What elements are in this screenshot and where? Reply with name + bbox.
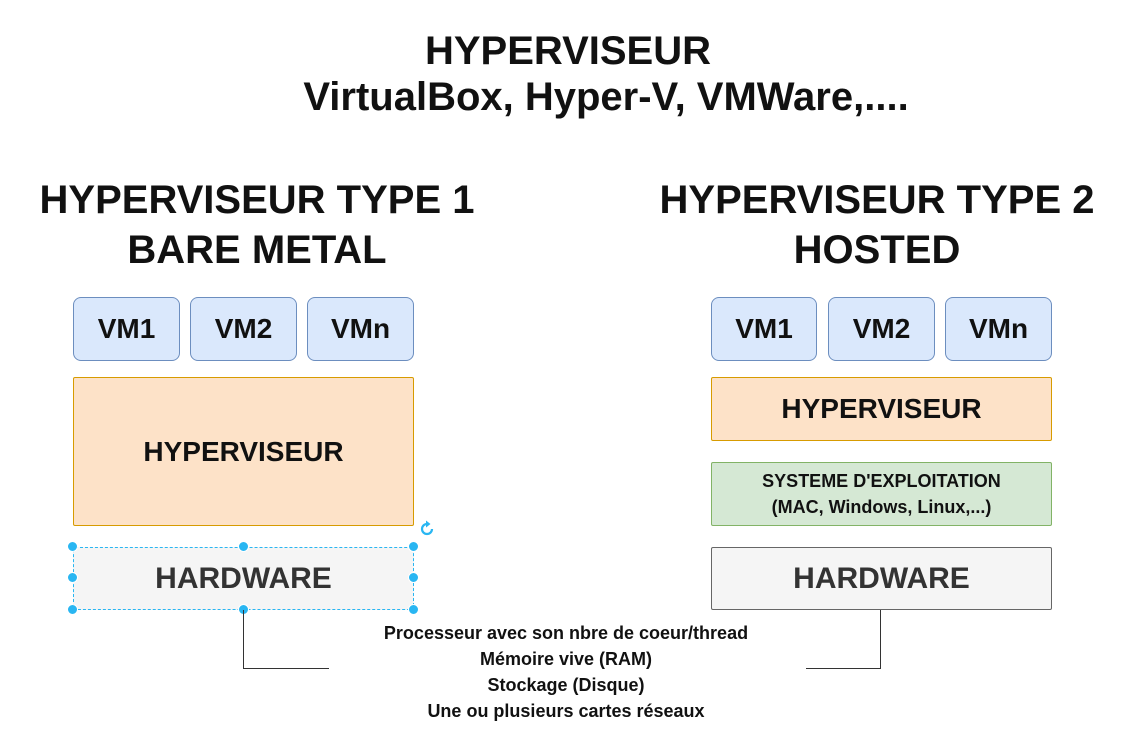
connector-type2-vertical: [880, 610, 881, 669]
type2-vm1-box[interactable]: VM1: [711, 297, 817, 361]
selection-handle-left[interactable]: [67, 572, 78, 583]
type2-heading-line1: HYPERVISEUR TYPE 2: [659, 178, 1095, 222]
hardware-note-ram: Mémoire vive (RAM): [479, 649, 653, 669]
type2-os-line2: (MAC, Windows, Linux,...): [771, 497, 992, 517]
type2-hypervisor-box[interactable]: HYPERVISEUR: [711, 377, 1052, 441]
type1-heading-line2: BARE METAL: [127, 228, 387, 272]
connector-type1-vertical: [243, 610, 244, 669]
type1-vm1-box[interactable]: VM1: [73, 297, 180, 361]
selection-handle-bottom-left[interactable]: [67, 604, 78, 615]
type1-vm2-box[interactable]: VM2: [190, 297, 297, 361]
type2-heading-line2: HOSTED: [793, 228, 961, 272]
connector-type1-horizontal: [243, 668, 329, 669]
type1-heading-line1: HYPERVISEUR TYPE 1: [39, 178, 475, 222]
diagram-title-line2: VirtualBox, Hyper-V, VMWare,....: [303, 75, 909, 119]
hardware-note-network: Une ou plusieurs cartes réseaux: [427, 701, 705, 721]
hardware-note-storage: Stockage (Disque): [487, 675, 645, 695]
type2-hardware-box[interactable]: HARDWARE: [711, 547, 1052, 610]
type1-vmn-box[interactable]: VMn: [307, 297, 414, 361]
connector-type2-horizontal: [806, 668, 881, 669]
type2-os-box[interactable]: SYSTEME D'EXPLOITATION (MAC, Windows, Li…: [711, 462, 1052, 526]
hardware-note-cpu: Processeur avec son nbre de coeur/thread: [383, 623, 749, 643]
hardware-notes: Processeur avec son nbre de coeur/thread…: [300, 620, 832, 724]
type2-vmn-box[interactable]: VMn: [945, 297, 1052, 361]
type1-hardware-box[interactable]: HARDWARE: [73, 547, 414, 610]
rotate-arrow-icon[interactable]: [418, 520, 436, 538]
selection-handle-top[interactable]: [238, 541, 249, 552]
selection-handle-bottom-right[interactable]: [408, 604, 419, 615]
type2-os-line1: SYSTEME D'EXPLOITATION: [762, 471, 1001, 491]
diagram-title-line1: HYPERVISEUR: [424, 29, 711, 73]
type1-hypervisor-box[interactable]: HYPERVISEUR: [73, 377, 414, 526]
type2-vm2-box[interactable]: VM2: [828, 297, 935, 361]
selection-handle-top-right[interactable]: [408, 541, 419, 552]
selection-handle-right[interactable]: [408, 572, 419, 583]
selection-handle-top-left[interactable]: [67, 541, 78, 552]
